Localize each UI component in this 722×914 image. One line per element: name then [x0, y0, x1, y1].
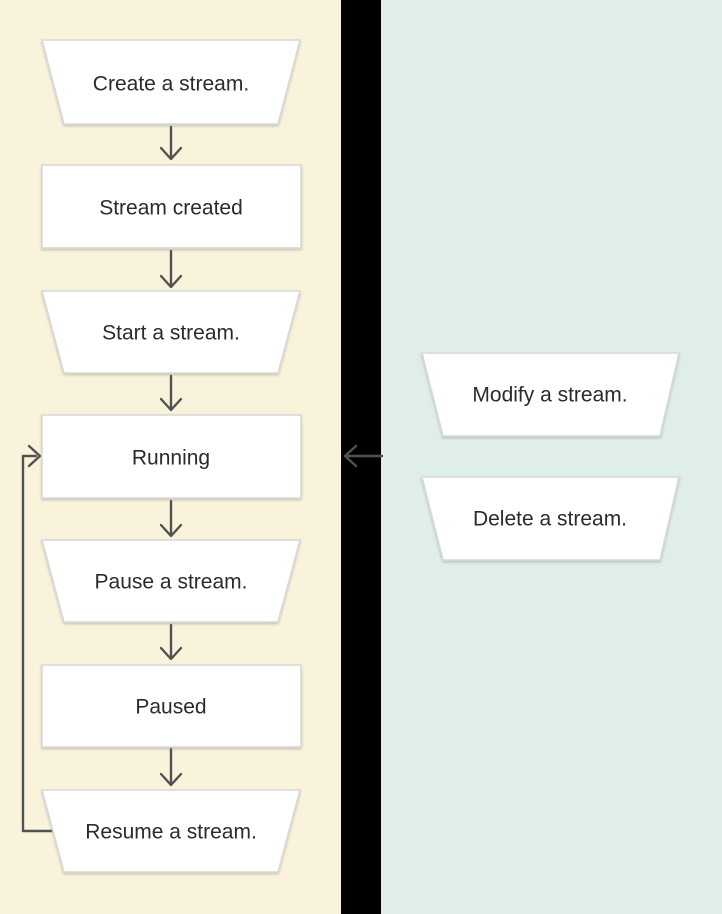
node-delete-a-stream — [420, 476, 681, 561]
arrow-start-to-running — [159, 374, 183, 412]
node-label-pause-a-stream: Pause a stream. — [95, 571, 248, 594]
node-label-create-a-stream: Create a stream. — [93, 73, 249, 96]
node-resume-a-stream — [40, 789, 302, 873]
node-create-a-stream — [40, 39, 302, 125]
node-label-delete-a-stream: Delete a stream. — [473, 508, 627, 531]
node-modify-a-stream — [420, 352, 681, 437]
node-paused — [41, 664, 302, 748]
arrow-right-panel-to-running — [343, 444, 384, 468]
node-start-a-stream — [40, 290, 302, 374]
node-label-stream-created: Stream created — [99, 197, 243, 220]
node-stream-created — [41, 164, 302, 249]
edges-layer — [21, 125, 384, 833]
arrow-running-to-pause — [159, 499, 183, 538]
node-pause-a-stream — [40, 539, 302, 623]
node-label-running: Running — [132, 447, 210, 470]
node-label-paused: Paused — [135, 696, 206, 719]
loop-arrow-resume-to-running — [21, 444, 55, 833]
node-label-resume-a-stream: Resume a stream. — [85, 821, 257, 844]
nodes-layer — [40, 39, 681, 873]
node-running — [41, 414, 302, 499]
right-panel-background — [381, 0, 722, 914]
arrow-stream-created-to-start — [159, 249, 183, 289]
node-label-modify-a-stream: Modify a stream. — [472, 384, 627, 407]
arrow-pause-to-paused — [159, 623, 183, 661]
node-label-start-a-stream: Start a stream. — [102, 322, 240, 345]
arrow-create-to-stream-created — [159, 125, 183, 161]
labels-layer: Create a stream. Stream created Start a … — [85, 73, 627, 844]
arrow-paused-to-resume — [159, 747, 183, 787]
